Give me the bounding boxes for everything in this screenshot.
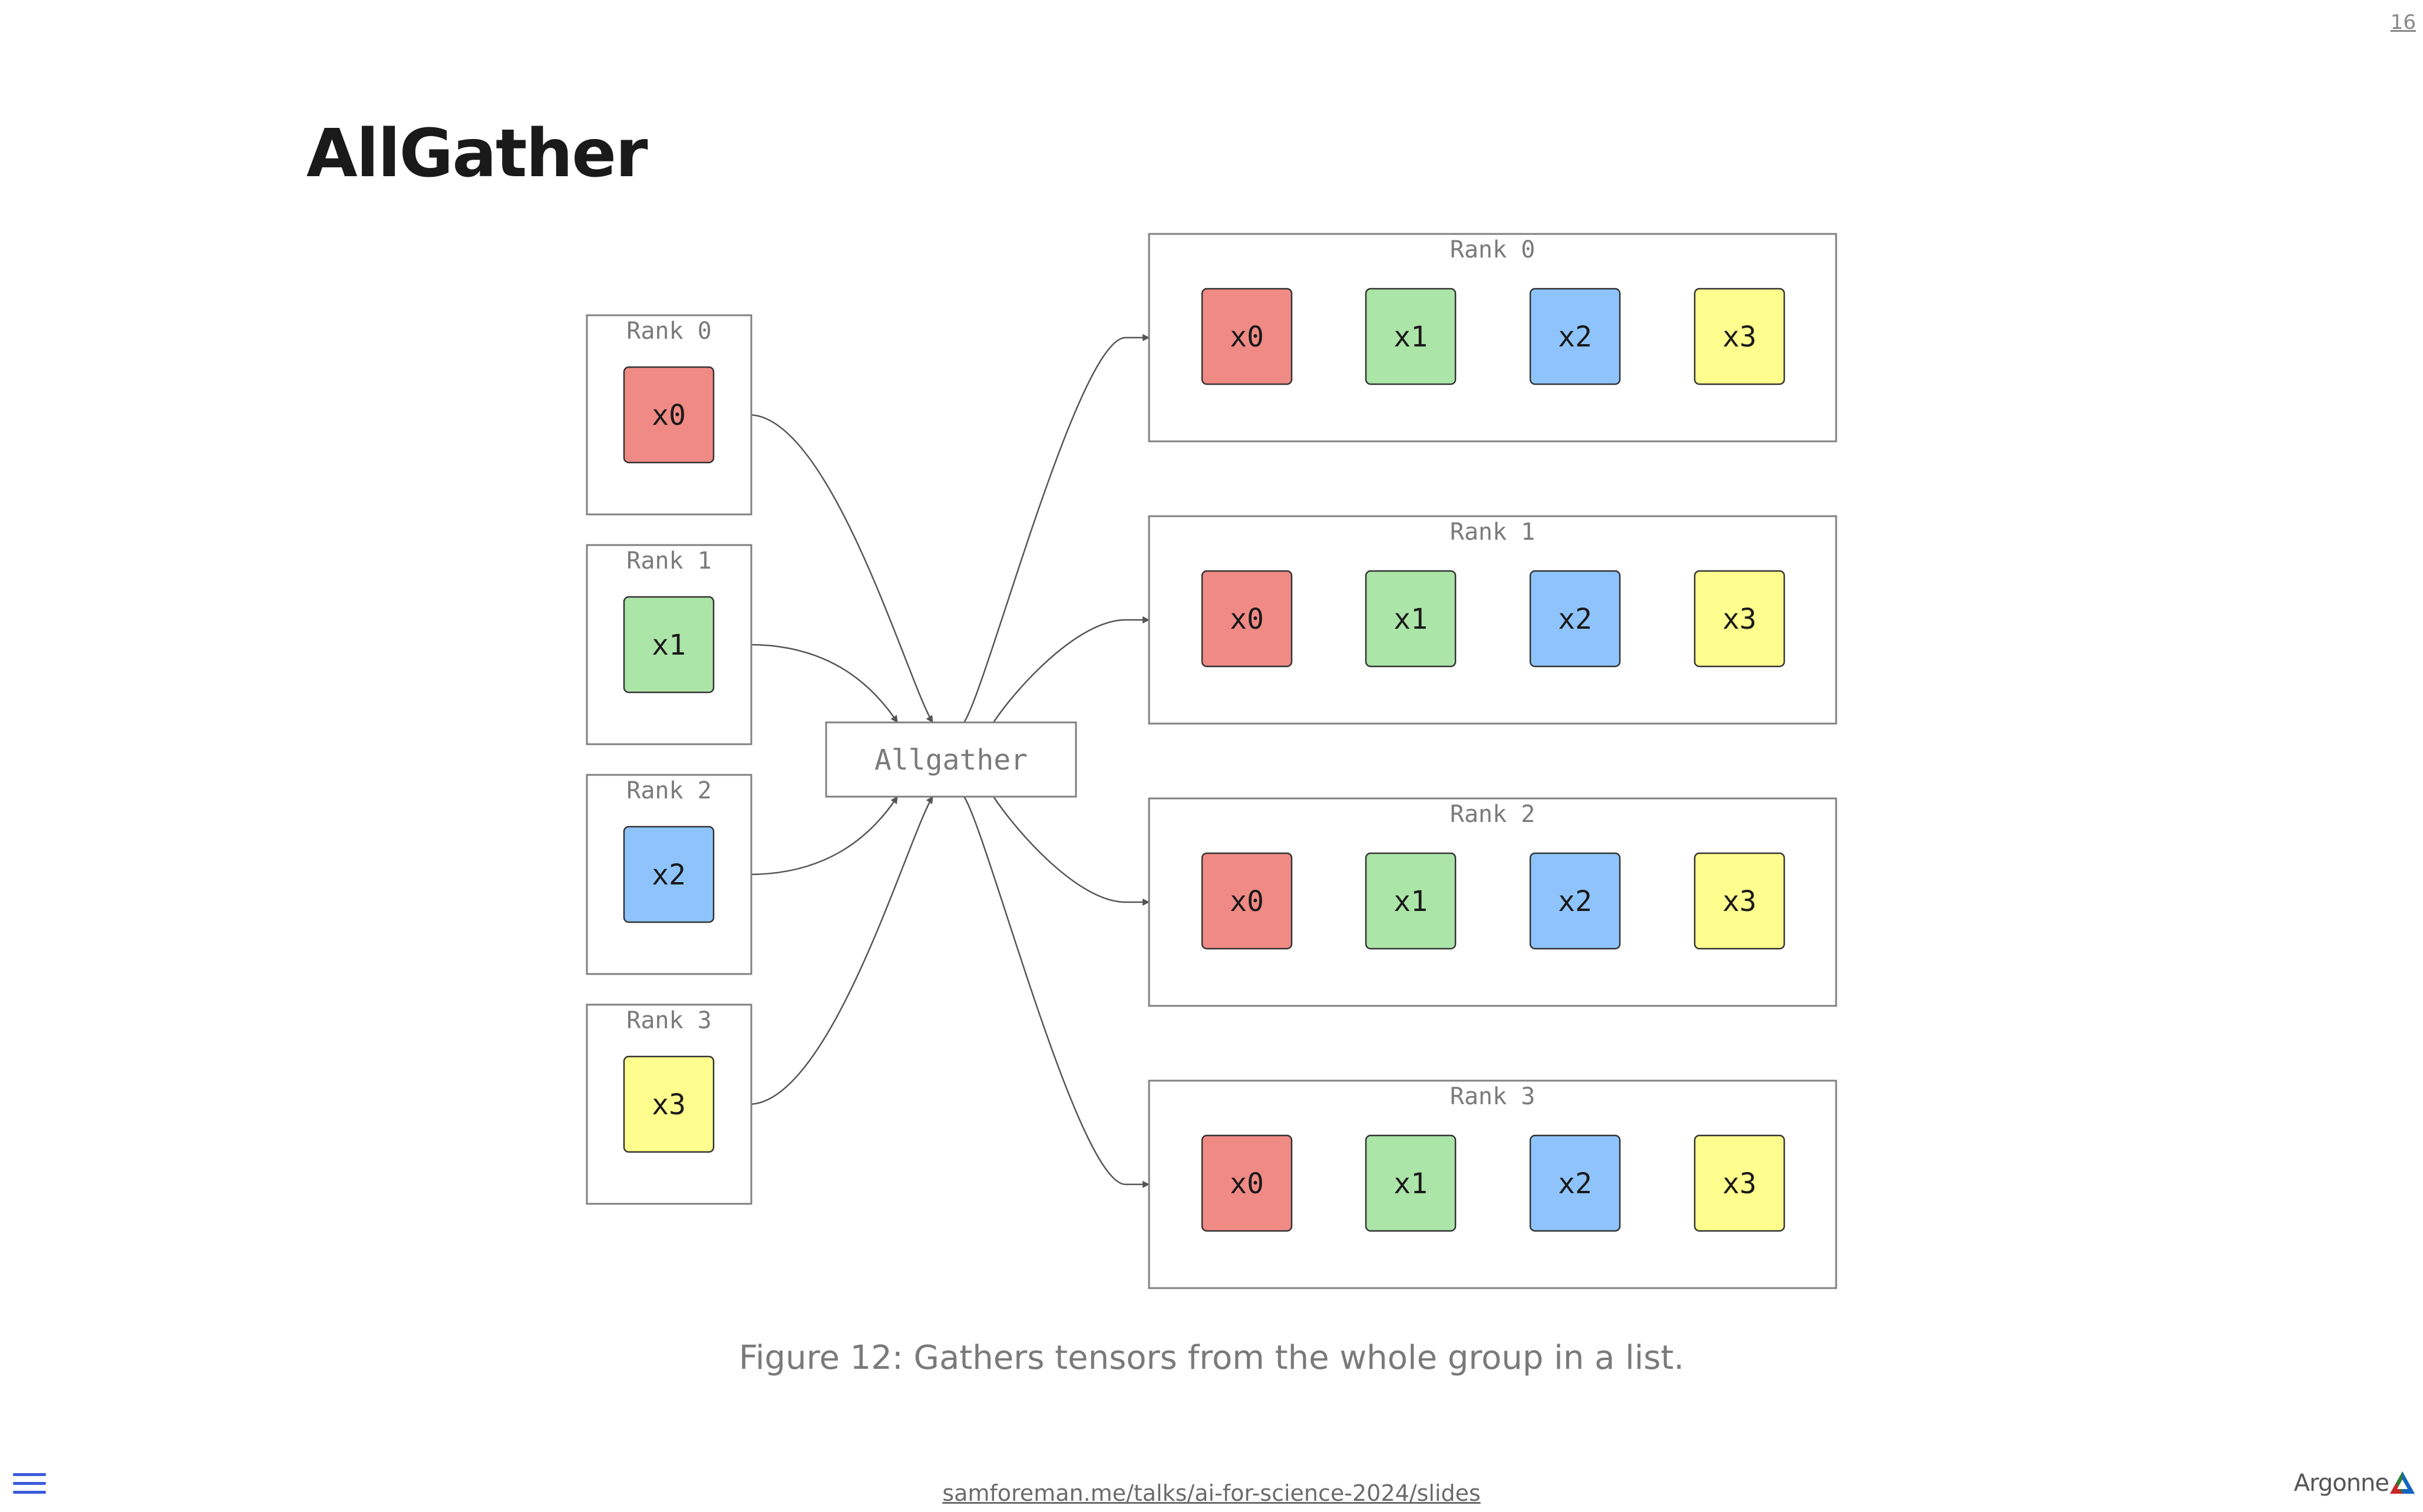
argonne-logo-icon bbox=[2390, 1471, 2415, 1494]
output-chunk-label: x3 bbox=[1722, 321, 1757, 354]
output-chunk-label: x2 bbox=[1558, 885, 1592, 918]
output-chunk-x1 bbox=[1365, 1134, 1457, 1232]
menu-bar bbox=[13, 1473, 46, 1476]
output-chunk-label: x0 bbox=[1230, 885, 1264, 918]
output-rank-label: Rank 0 bbox=[1450, 236, 1536, 263]
input-chunk-x3 bbox=[623, 1055, 715, 1153]
output-chunk-label: x2 bbox=[1558, 1167, 1592, 1200]
output-chunk-label: x1 bbox=[1394, 603, 1428, 636]
output-chunk-x0 bbox=[1201, 288, 1293, 385]
output-chunk-label: x0 bbox=[1230, 1167, 1264, 1200]
output-chunk-label: x3 bbox=[1722, 1167, 1757, 1200]
output-chunk-x0 bbox=[1201, 570, 1293, 668]
menu-bar bbox=[13, 1491, 46, 1494]
allgather-op-box bbox=[825, 721, 1077, 798]
menu-icon[interactable] bbox=[13, 1467, 46, 1498]
menu-bar bbox=[13, 1482, 46, 1485]
output-chunk-x1 bbox=[1365, 570, 1457, 668]
allgather-operation-group: Allgather bbox=[825, 721, 1077, 798]
output-arrow bbox=[963, 334, 1150, 723]
output-chunk-label: x0 bbox=[1230, 603, 1264, 636]
output-chunk-x3 bbox=[1694, 288, 1785, 385]
input-rank-label: Rank 1 bbox=[626, 547, 712, 575]
allgather-op-label: Allgather bbox=[874, 744, 1028, 777]
figure-caption: Figure 12: Gathers tensors from the whol… bbox=[738, 1339, 1685, 1377]
output-chunk-x0 bbox=[1201, 852, 1293, 950]
output-chunk-x0 bbox=[1201, 1134, 1293, 1232]
output-rank-label: Rank 1 bbox=[1450, 519, 1536, 546]
argonne-logo: Argonne bbox=[2294, 1470, 2416, 1497]
output-chunk-label: x2 bbox=[1558, 603, 1592, 636]
input-rank-label: Rank 3 bbox=[626, 1007, 712, 1034]
output-chunk-x3 bbox=[1694, 852, 1785, 950]
input-chunk-label: x0 bbox=[652, 399, 686, 432]
output-chunk-x2 bbox=[1529, 288, 1621, 385]
output-chunk-x2 bbox=[1529, 852, 1621, 950]
output-rank-label: Rank 3 bbox=[1450, 1083, 1536, 1110]
logo-text: Argonne bbox=[2293, 1470, 2389, 1497]
input-arrow bbox=[714, 795, 899, 876]
output-chunk-label: x3 bbox=[1722, 603, 1757, 636]
output-arrow bbox=[963, 796, 1150, 1189]
slide-title: AllGather bbox=[306, 115, 648, 192]
output-chunk-x3 bbox=[1694, 1134, 1785, 1232]
output-arrow bbox=[992, 796, 1150, 906]
output-chunk-label: x1 bbox=[1394, 885, 1428, 918]
input-chunk-x0 bbox=[623, 366, 715, 464]
input-arrow bbox=[714, 795, 934, 1105]
output-chunk-x1 bbox=[1365, 288, 1457, 385]
input-chunk-label: x1 bbox=[652, 629, 686, 662]
output-chunk-label: x0 bbox=[1230, 321, 1264, 354]
output-chunk-x2 bbox=[1529, 1134, 1621, 1232]
output-chunk-label: x2 bbox=[1558, 321, 1592, 354]
output-chunk-label: x3 bbox=[1722, 885, 1757, 918]
input-chunk-x2 bbox=[623, 826, 715, 923]
input-arrow bbox=[714, 643, 899, 724]
output-chunk-x3 bbox=[1694, 570, 1785, 668]
output-chunk-x1 bbox=[1365, 852, 1457, 950]
output-chunk-label: x1 bbox=[1394, 1167, 1428, 1200]
input-chunk-label: x2 bbox=[652, 859, 686, 892]
footer-url-link[interactable]: samforeman.me/talks/ai-for-science-2024/… bbox=[942, 1480, 1481, 1506]
output-chunk-x2 bbox=[1529, 570, 1621, 668]
slide-number[interactable]: 16 bbox=[2390, 11, 2416, 34]
input-arrow bbox=[714, 414, 934, 724]
output-chunk-label: x1 bbox=[1394, 321, 1428, 354]
output-arrow bbox=[992, 616, 1150, 723]
input-rank-label: Rank 0 bbox=[626, 318, 712, 345]
arrows-group bbox=[714, 334, 1150, 1189]
input-rank-label: Rank 2 bbox=[626, 777, 712, 804]
output-rank-label: Rank 2 bbox=[1450, 801, 1536, 828]
input-chunk-x1 bbox=[623, 596, 715, 694]
input-chunk-label: x3 bbox=[652, 1088, 686, 1121]
